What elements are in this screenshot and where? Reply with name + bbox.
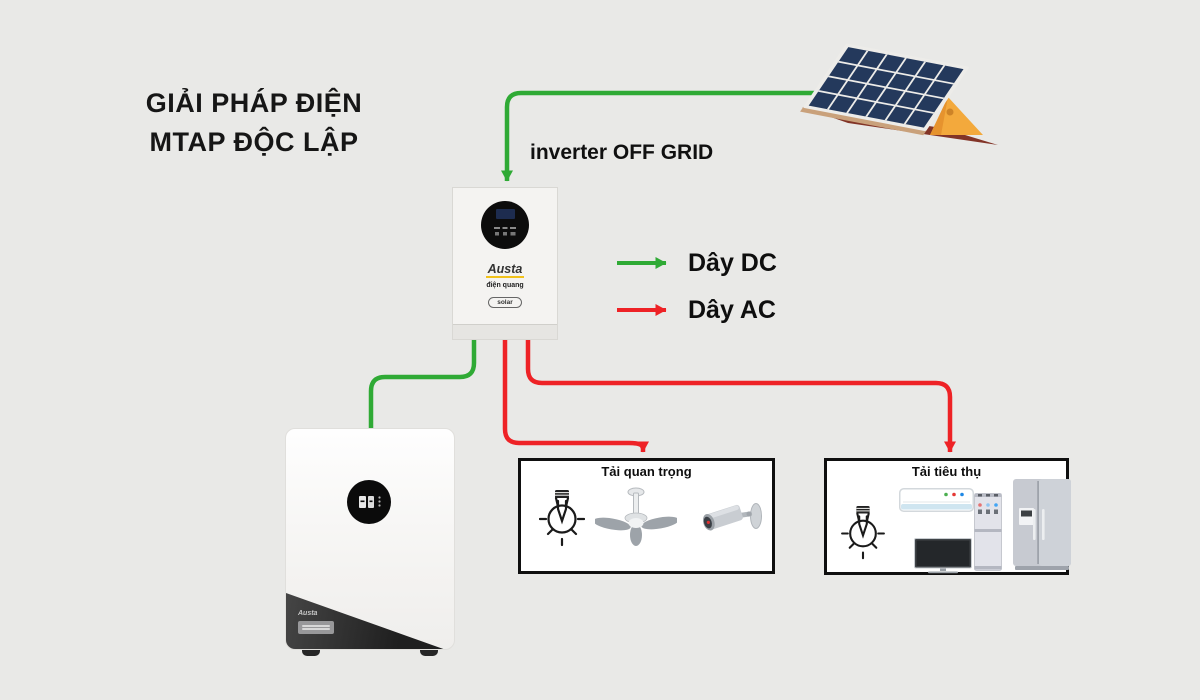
panel-edge: [800, 106, 927, 136]
critical-loads-title: Tải quan trọng: [601, 464, 692, 479]
critical-loads-box: Tải quan trọng: [518, 458, 775, 574]
inverter-display-circle: [481, 201, 529, 249]
inverter-lcd-screen: [496, 209, 515, 219]
legend-ac-label: Dây AC: [688, 296, 776, 324]
panel-surface: [800, 43, 969, 136]
inverter-unit: Austa điện quang solar: [452, 187, 558, 340]
ac-wire-inverter-to-consumption-loads: [525, 338, 956, 453]
inverter-brand-text: Austa: [485, 262, 525, 278]
battery-badge-line: [302, 628, 330, 630]
inverter-solar-badge: solar: [453, 291, 557, 309]
battery-unit: Austa: [285, 428, 455, 658]
inverter-solar-badge-text: solar: [488, 297, 522, 308]
television-icon: [914, 538, 972, 574]
light-bulb-icon: [539, 489, 585, 549]
refrigerator-icon: [1013, 479, 1071, 570]
air-conditioner-icon: [899, 488, 974, 512]
dc-wire-panel-to-inverter: [501, 90, 822, 182]
cctv-camera-icon: [702, 503, 762, 531]
panel-stand: [930, 97, 983, 135]
legend-dc-label: Dây DC: [688, 249, 777, 277]
water-dispenser-icon: [974, 493, 1002, 571]
panel-grid: [818, 50, 955, 125]
battery-body: Austa: [285, 428, 455, 650]
battery-bottom-wedge: Austa: [286, 593, 449, 649]
battery-label-badge: [298, 621, 334, 634]
title-line-2: MTAP ĐỘC LẬP: [149, 127, 359, 157]
inverter-bottom-vent: [453, 324, 557, 339]
consumption-loads-title: Tải tiêu thụ: [911, 464, 982, 479]
solar-panel-illustration: [800, 43, 998, 145]
inverter-display-graphics: [494, 209, 516, 236]
inverter-model-text: điện quang: [486, 282, 524, 289]
light-bulb-icon: [841, 505, 885, 562]
consumption-loads-box: Tải tiêu thụ: [824, 458, 1071, 575]
battery-brand-text: Austa: [298, 610, 318, 617]
title-line-1: GIẢI PHÁP ĐIỆN: [145, 88, 363, 118]
inverter-brand-logo: Austa: [453, 262, 557, 278]
battery-display-circle: [347, 480, 391, 524]
dc-wire-inverter-to-battery: [368, 338, 477, 428]
inverter-label: inverter OFF GRID: [530, 141, 714, 164]
battery-display-graphics: [359, 496, 381, 508]
page-title: GIẢI PHÁP ĐIỆN MTAP ĐỘC LẬP: [118, 84, 390, 162]
ac-wire-inverter-to-critical-loads: [502, 338, 649, 453]
ceiling-fan-icon: [595, 487, 677, 546]
battery-badge-line: [302, 624, 330, 627]
inverter-display-dots: [494, 227, 516, 236]
